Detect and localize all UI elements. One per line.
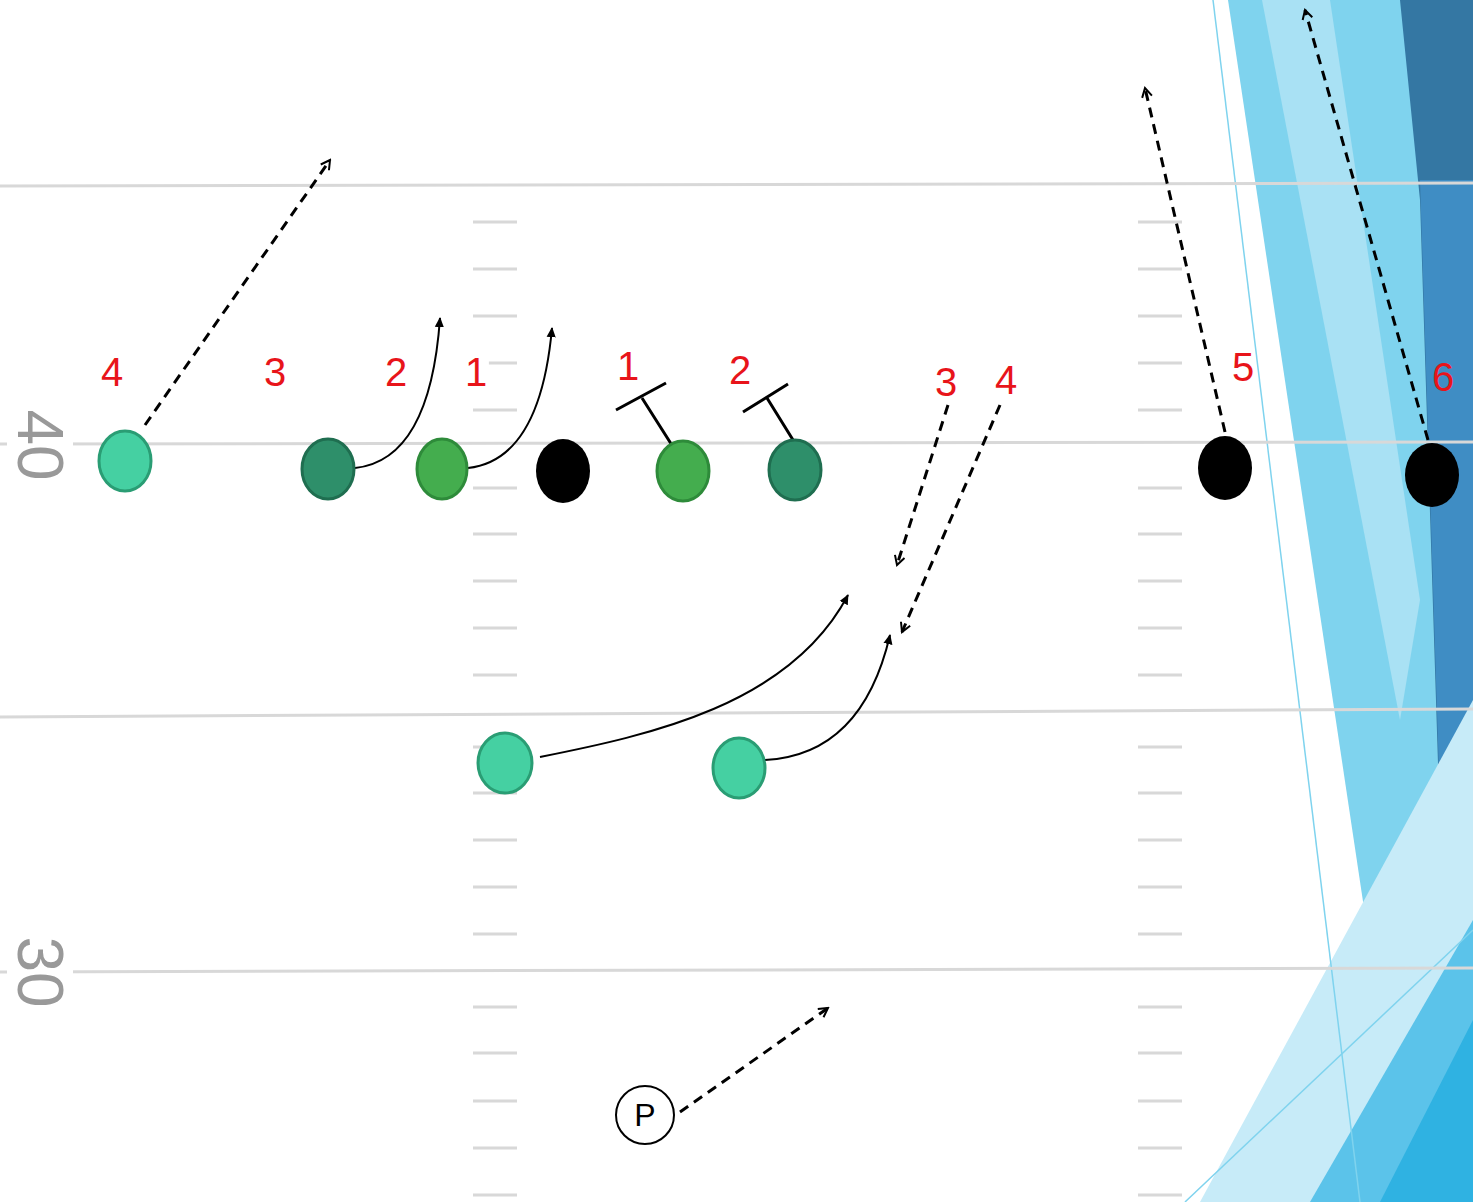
route-arrow (902, 405, 1000, 632)
punter-circle: P (615, 1085, 675, 1145)
yard-line (0, 968, 1473, 972)
player (478, 733, 532, 793)
rush-arrow (540, 595, 848, 757)
blue-band (1380, 1020, 1473, 1202)
position-number: 2 (727, 349, 753, 391)
position-number: 4 (99, 351, 125, 393)
hash-marks (473, 222, 1182, 1195)
player (417, 439, 467, 499)
position-number: 6 (1430, 356, 1456, 398)
player (302, 439, 354, 499)
route-arrow (1305, 10, 1428, 440)
player (1198, 436, 1252, 500)
route-arrow (145, 160, 330, 425)
player (657, 441, 709, 501)
block-mark (743, 384, 798, 448)
player (769, 440, 821, 500)
yard-number: 30 (7, 934, 73, 1009)
player (713, 738, 765, 798)
position-number: 1 (463, 351, 489, 393)
route-arrow (897, 405, 948, 565)
player (99, 431, 151, 491)
position-number: 2 (383, 351, 409, 393)
position-number: 5 (1230, 346, 1256, 388)
player (536, 439, 590, 503)
blue-band (1262, 0, 1420, 720)
blue-line (1213, 0, 1360, 1202)
position-number: 4 (993, 359, 1019, 401)
rush-arrow (765, 635, 890, 760)
position-number: 3 (262, 351, 288, 393)
position-letter: P (634, 1099, 655, 1131)
rush-arrow (468, 328, 552, 468)
blue-band (1200, 700, 1473, 1202)
yard-number: 40 (7, 407, 73, 482)
player (1405, 443, 1459, 507)
block-mark (616, 383, 675, 450)
position-number: 1 (615, 345, 641, 387)
position-number: 3 (933, 361, 959, 403)
route-arrow (1145, 88, 1225, 432)
yard-line (0, 442, 1473, 444)
blue-line (1185, 930, 1473, 1202)
yard-line (0, 709, 1473, 717)
yard-line (0, 183, 1473, 186)
route-arrow (680, 1008, 828, 1112)
